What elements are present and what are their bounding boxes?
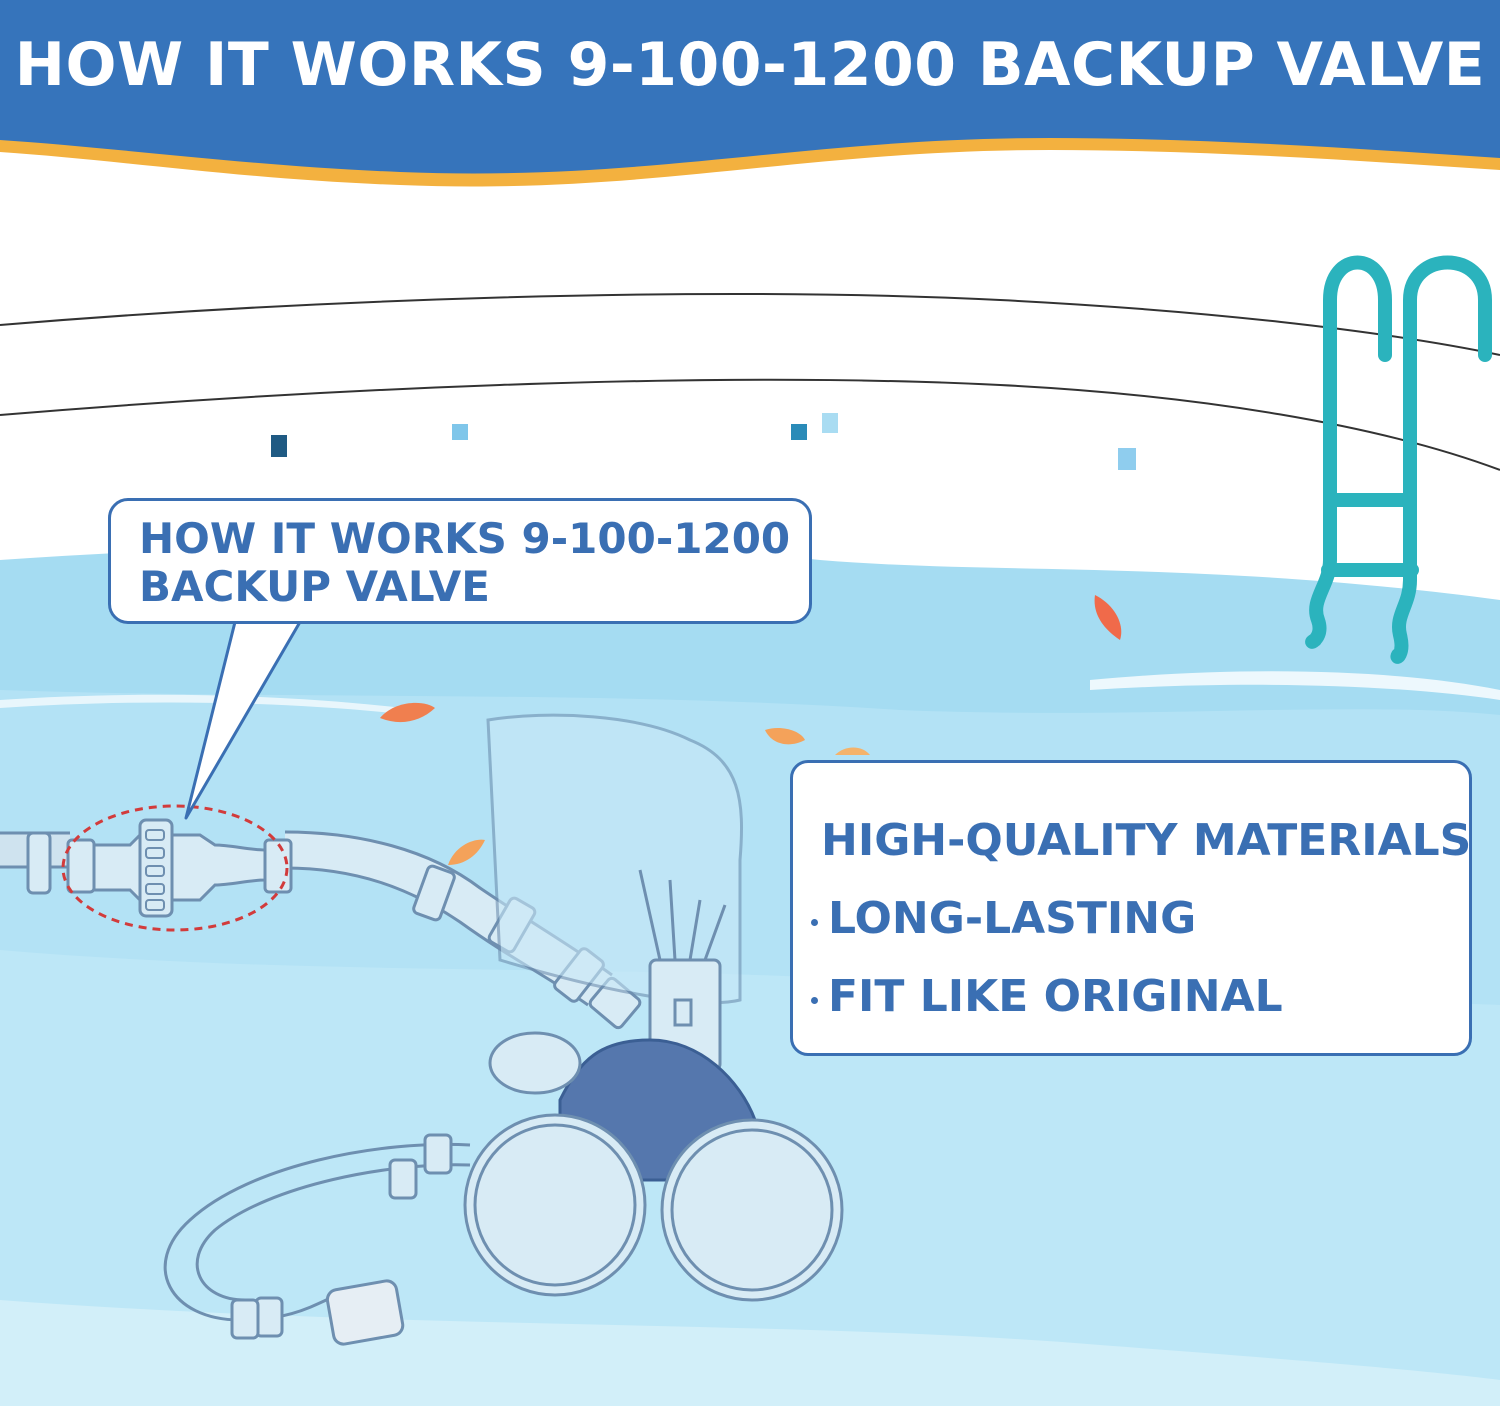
leaf-icons [380, 595, 1122, 865]
feature-label: FIT LIKE ORIGINAL [828, 970, 1283, 1022]
callout-line-2: BACKUP VALVE [139, 562, 490, 611]
feature-label: HIGH-QUALITY MATERIALS [821, 814, 1472, 866]
page-title: HOW IT WORKS 9-100-1200 BACKUP VALVE [14, 30, 1486, 100]
floating-tiles [271, 413, 1136, 470]
features-box: HIGH-QUALITY MATERIALS LONG-LASTING FIT … [790, 760, 1472, 1056]
backup-valve-icon [61, 804, 293, 932]
feature-label: LONG-LASTING [828, 892, 1197, 944]
bullet-icon [811, 918, 818, 926]
callout-box: HOW IT WORKS 9-100-1200 BACKUP VALVE [108, 498, 812, 624]
header-banner [0, 0, 1500, 187]
pool-wall-lines [0, 293, 1500, 471]
pool-ladder-icon [1305, 255, 1492, 664]
feature-item: FIT LIKE ORIGINAL [811, 957, 1469, 1035]
pool-cleaner-icon [0, 713, 844, 1346]
feature-item: HIGH-QUALITY MATERIALS [811, 801, 1472, 879]
callout-line-1: HOW IT WORKS 9-100-1200 [139, 514, 791, 563]
feature-item: LONG-LASTING [811, 879, 1469, 957]
bullet-icon [811, 996, 818, 1004]
